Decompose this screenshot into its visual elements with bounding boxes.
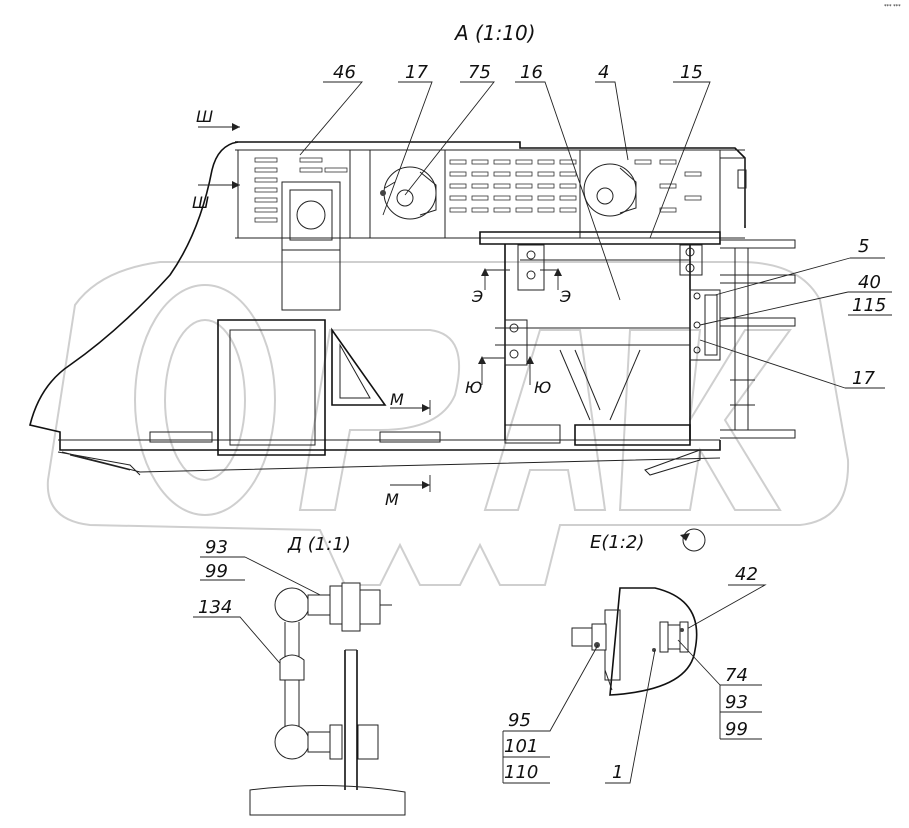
callout-d-134: 134 — [198, 597, 232, 618]
callout-17-top: 17 — [405, 62, 428, 83]
callout-d-99: 99 — [205, 561, 228, 582]
section-mark-yu-right: Ю — [534, 378, 551, 397]
callout-e-93: 93 — [725, 692, 748, 713]
callout-e-99: 99 — [725, 719, 748, 740]
detail-view-d: Д (1:1) 93 99 134 — [193, 534, 406, 816]
section-mark-sh-top: Ш — [196, 107, 213, 126]
section-mark-e-right: Э — [559, 287, 571, 306]
callout-16: 16 — [520, 62, 543, 83]
section-mark-m-top: М — [390, 390, 404, 409]
fan-unit-right — [583, 163, 637, 217]
main-assembly-view — [29, 141, 796, 476]
callout-115: 115 — [852, 295, 886, 316]
watermark-logo — [46, 261, 850, 586]
view-title-main: А (1:10) — [453, 21, 536, 45]
section-mark-m-bottom: М — [385, 490, 399, 509]
fan-unit-left — [380, 166, 437, 220]
callout-e-1: 1 — [612, 762, 623, 783]
section-mark-yu-left: Ю — [465, 378, 482, 397]
callout-e-101: 101 — [504, 736, 538, 757]
callout-e-42: 42 — [735, 564, 758, 585]
left-grille — [254, 157, 348, 223]
section-mark-e-left: Э — [471, 287, 483, 306]
callout-46: 46 — [333, 62, 356, 83]
detail-view-e: Е(1:2) 42 74 93 99 95 101 110 1 — [502, 528, 767, 784]
callout-75: 75 — [468, 62, 491, 83]
callout-17-right: 17 — [852, 368, 875, 389]
callout-e-74: 74 — [725, 665, 748, 686]
callout-d-93: 93 — [205, 537, 228, 558]
rotation-icon — [682, 528, 706, 552]
callouts-main: 46 17 75 16 4 15 5 40 115 17 — [299, 62, 892, 389]
callout-e-95: 95 — [508, 710, 531, 731]
section-mark-sh-bottom: Ш — [192, 193, 209, 212]
callout-4: 4 — [598, 62, 609, 83]
corner-mark: *** *** — [884, 4, 901, 10]
section-markers: Ш Ш Э Э Ю Ю М М — [192, 107, 571, 509]
view-title-d: Д (1:1) — [287, 534, 351, 555]
callout-5: 5 — [858, 236, 869, 257]
callout-15: 15 — [680, 62, 703, 83]
callout-e-110: 110 — [504, 762, 538, 783]
callout-40: 40 — [858, 272, 881, 293]
center-grille — [449, 159, 702, 213]
view-title-e: Е(1:2) — [590, 532, 644, 553]
